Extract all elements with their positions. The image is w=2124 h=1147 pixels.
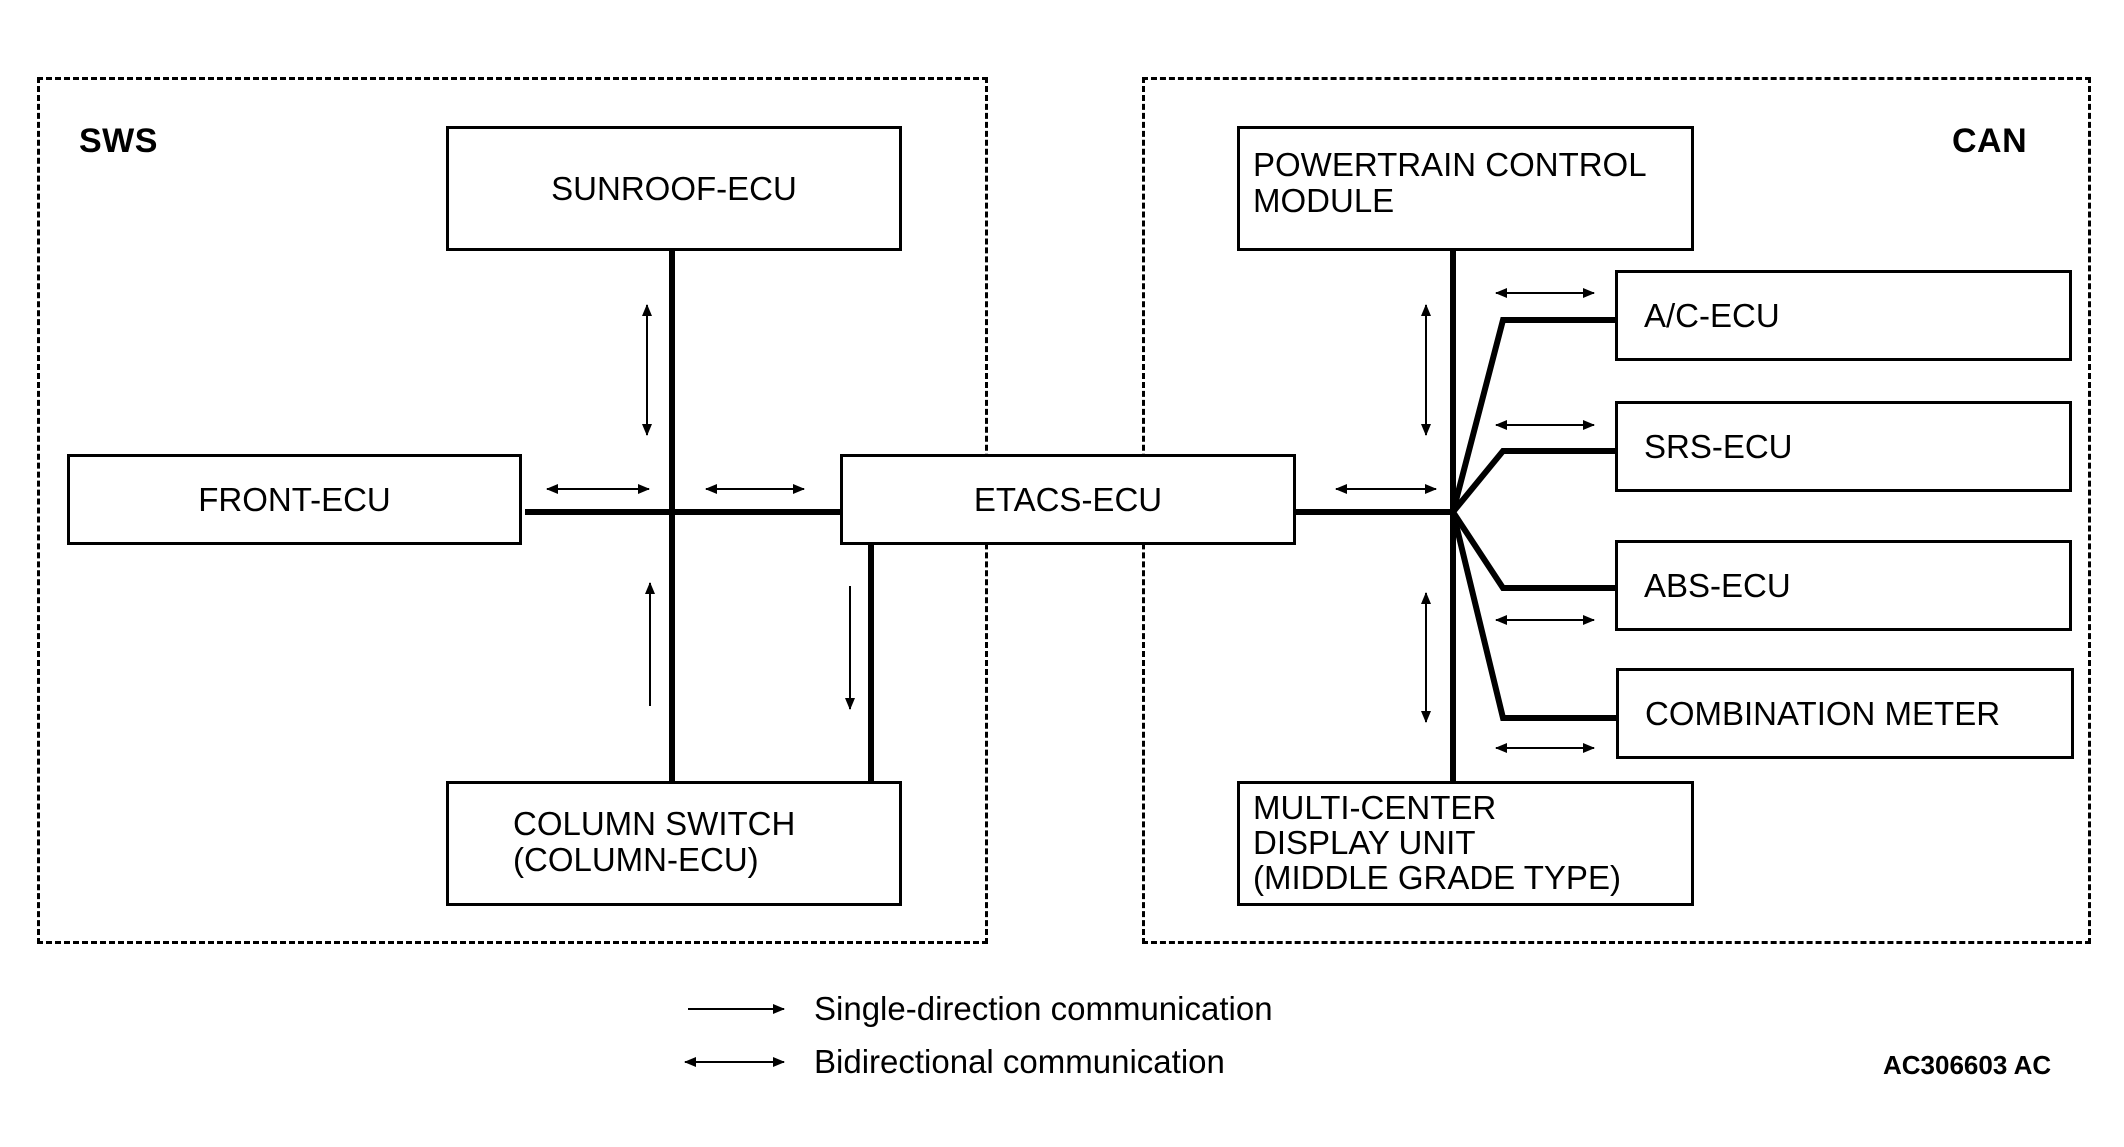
sws-bus xyxy=(525,251,874,784)
can-branch-abs xyxy=(1450,510,1619,591)
figure-code: AC306603 AC xyxy=(1883,1050,2052,1080)
legend-bidirectional-text: Bidirectional communication xyxy=(814,1043,1225,1080)
abs-ecu-box: ABS-ECU xyxy=(1615,540,2072,631)
multi-center-display-unit-box: MULTI-CENTER DISPLAY UNIT (MIDDLE GRADE … xyxy=(1237,781,1694,906)
can-branch-combination xyxy=(1450,511,1619,721)
can-branch-srs xyxy=(1450,448,1619,514)
sws-label: SWS xyxy=(79,122,158,160)
sunroof-ecu-box: SUNROOF-ECU xyxy=(446,126,902,251)
column-switch-box: COLUMN SWITCH (COLUMN-ECU) xyxy=(446,781,902,906)
legend-single-direction-text: Single-direction communication xyxy=(814,990,1273,1027)
can-branch-ac xyxy=(1450,317,1619,513)
can-label: CAN xyxy=(1952,122,2028,160)
front-ecu-box: FRONT-ECU xyxy=(67,454,522,545)
combination-meter-box: COMBINATION METER xyxy=(1616,668,2074,759)
can-bus xyxy=(1294,251,1619,784)
etacs-ecu-box: ETACS-ECU xyxy=(840,454,1296,545)
powertrain-control-module-box: POWERTRAIN CONTROL MODULE xyxy=(1237,126,1694,251)
srs-ecu-box: SRS-ECU xyxy=(1615,401,2072,492)
ac-ecu-box: A/C-ECU xyxy=(1615,270,2072,361)
